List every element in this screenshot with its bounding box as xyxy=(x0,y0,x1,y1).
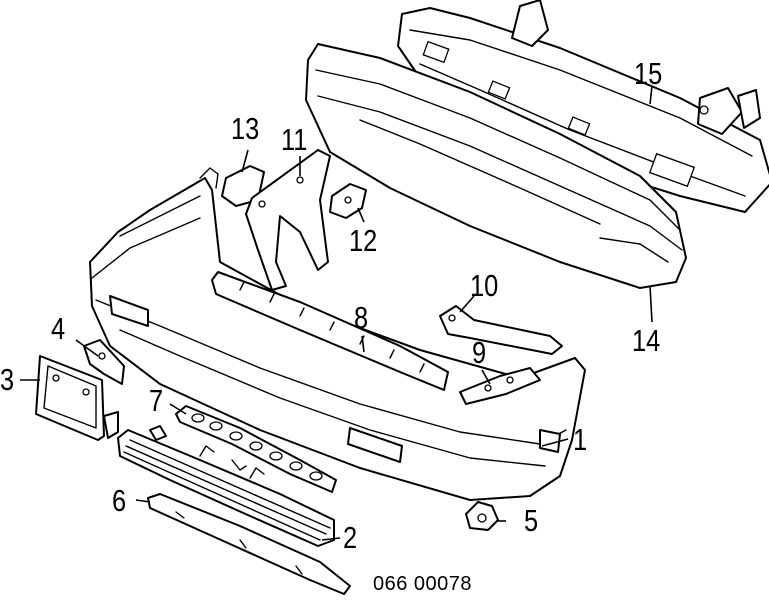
part-15-reinforcement-beam xyxy=(397,0,769,213)
callout-3: 3 xyxy=(0,362,15,397)
callout-7: 7 xyxy=(149,383,164,418)
callout-13: 13 xyxy=(231,111,260,146)
callout-1: 1 xyxy=(573,422,588,457)
part-11-side-support xyxy=(245,149,331,291)
part-6-lower-spoiler xyxy=(147,493,351,595)
callout-9: 9 xyxy=(472,335,487,370)
part-5-clip xyxy=(465,501,499,531)
callout-14: 14 xyxy=(632,323,661,358)
callout-11: 11 xyxy=(281,122,308,157)
callout-leaders xyxy=(20,85,653,541)
callout-5: 5 xyxy=(524,503,539,538)
callout-10: 10 xyxy=(470,268,499,303)
part-2-lower-grille xyxy=(117,425,335,547)
part-12-clip xyxy=(329,183,367,219)
callout-15: 15 xyxy=(634,56,663,91)
part-9-side-bracket xyxy=(459,367,541,405)
part-4-plate-bracket xyxy=(83,339,125,385)
catalog-number: 066 00078 xyxy=(373,573,473,595)
callout-4: 4 xyxy=(51,311,66,346)
part-3-license-plate-base xyxy=(35,355,119,441)
part-10-stay xyxy=(439,305,563,355)
part-7-grille-strip xyxy=(175,405,337,493)
callout-8: 8 xyxy=(354,300,369,335)
part-8-mounting-strip xyxy=(211,271,449,391)
callout-2: 2 xyxy=(343,520,358,555)
callout-6: 6 xyxy=(112,483,127,518)
part-14-bumper-absorber xyxy=(305,43,687,289)
callout-12: 12 xyxy=(349,223,378,258)
